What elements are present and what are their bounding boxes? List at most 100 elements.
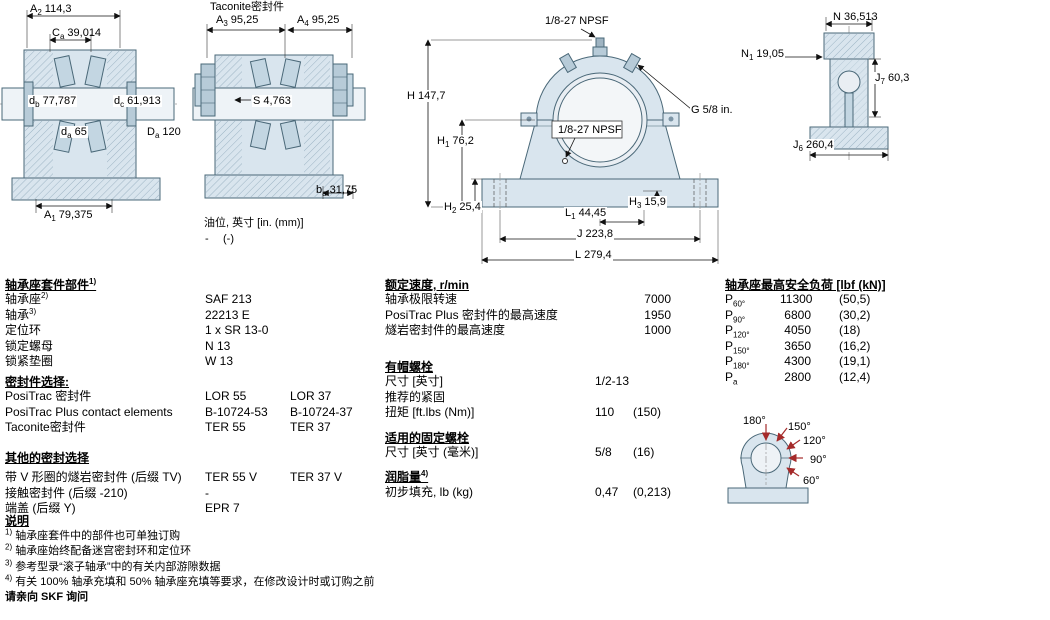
row-label: 燧岩密封件的最高速度 <box>385 323 506 337</box>
row-value: 4300 <box>784 354 811 368</box>
row-value: 22213 E <box>205 307 250 322</box>
drawing-front-view <box>424 28 719 264</box>
row-value: (16,2) <box>839 338 871 353</box>
row-value: (19,1) <box>839 354 871 368</box>
row-value: 110 <box>595 405 615 419</box>
cap-bolts-table: 尺寸 [英寸]1/2-13 推荐的紧固 扭矩 [ft.lbs (Nm)]110(… <box>385 374 705 421</box>
row-value: (18) <box>839 323 861 337</box>
footnote: 2) 轴承座始终配备迷宫密封环和定位环 <box>5 542 192 558</box>
row-label: PosiTrac Plus 密封件的最高速度 <box>385 307 558 322</box>
row-value: 2800 <box>784 369 811 384</box>
npsf-box-label: 1/8-27 NPSF <box>558 124 622 136</box>
row-label: 接触密封件 (后缀 -210) <box>5 485 128 500</box>
cap-bolts-title: 有帽螺栓 <box>385 360 434 374</box>
row-value: (12,4) <box>839 369 871 384</box>
npsf-top-label: 1/8-27 NPSF <box>545 15 609 27</box>
row-value: EPR 7 <box>205 501 240 515</box>
drawing-shaft-section <box>0 10 178 213</box>
row-label: 尺寸 [英寸 (毫米)] <box>385 445 479 459</box>
row-value: - <box>205 485 209 500</box>
speed-title: 额定速度, r/min <box>385 278 470 292</box>
row-label: 扭矩 [ft.lbs (Nm)] <box>385 405 475 419</box>
speed-table: 轴承极限转速 7000 PosiTrac Plus 密封件的最高速度 1950 燧岩… <box>385 292 675 339</box>
row-value: (50,5) <box>839 292 871 306</box>
row-label: 端盖 (后缀 Y) <box>5 501 76 515</box>
row-value: LOR 37 <box>290 389 332 403</box>
footnotes: 说明 1) 轴承座套件中的部件也可单独订购 2) 轴承座始终配备迷宫密封环和定位… <box>5 514 375 605</box>
row-value: 0,47 <box>595 485 619 499</box>
row-value <box>595 390 633 406</box>
row-value <box>290 308 380 324</box>
row-value: SAF 213 <box>205 292 252 306</box>
row-value: 6800 <box>784 307 811 322</box>
notes-footer: 请亲向 SKF 询问 <box>5 591 89 604</box>
row-label: 定位环 <box>5 323 42 337</box>
row-label: 推荐的紧固 <box>385 389 446 404</box>
row-value: 1 x SR 13-0 <box>205 323 269 337</box>
row-value: W 13 <box>205 354 234 368</box>
row-value: TER 55 <box>205 420 246 434</box>
drawing-load-angles <box>727 424 809 504</box>
row-label: PosiTrac Plus contact elements <box>5 404 173 419</box>
row-value: TER 37 V <box>290 470 343 484</box>
row-value <box>290 292 380 308</box>
row-value: 1950 <box>644 307 671 322</box>
row-label: 轴承3) <box>5 306 37 322</box>
row-label: 轴承极限转速 <box>385 292 458 306</box>
row-label: 初步填充, lb (kg) <box>385 485 474 499</box>
row-value: (150) <box>633 405 662 419</box>
angle-label-60: 60° <box>803 475 820 487</box>
row-value: (16) <box>633 445 655 459</box>
footnote: 1) 轴承座套件中的部件也可单独订购 <box>5 527 181 543</box>
row-value: 7000 <box>644 292 671 306</box>
row-label: P180° <box>725 354 750 371</box>
row-label: P120° <box>725 323 750 340</box>
angle-label-150: 150° <box>788 421 811 433</box>
seal-choice-title: 密封件选择: <box>5 375 69 389</box>
row-value: 3650 <box>784 338 811 353</box>
grease-table: 初步填充, lb (kg) 0,47 (0,213) <box>385 485 705 501</box>
loads-title: 轴承座最高安全负荷 [lbf (kN)] <box>725 278 886 292</box>
oil-level-value-mm: (-) <box>223 233 234 245</box>
other-seals-title: 其他的密封选择 <box>5 451 90 465</box>
grease-title: 润脂量4) <box>385 469 429 485</box>
row-value: 4050 <box>784 323 811 337</box>
row-value: (0,213) <box>633 485 672 499</box>
notes-title: 说明 <box>5 514 30 528</box>
kit-title: 轴承座套件部件1) <box>5 277 97 293</box>
row-label: P150° <box>725 338 750 355</box>
row-value: (30,2) <box>839 307 871 322</box>
row-label: PosiTrac 密封件 <box>5 389 92 403</box>
row-value: 1/2-13 <box>595 374 630 388</box>
row-value: TER 37 <box>290 420 331 434</box>
row-value <box>633 390 705 406</box>
drawing-side-view <box>785 17 889 161</box>
row-label: P60° <box>725 292 746 309</box>
attachment-bolts-title: 适用的固定螺栓 <box>385 431 470 445</box>
row-value: 5/8 <box>595 445 612 459</box>
row-value: TER 55 V <box>205 470 258 484</box>
row-value <box>290 354 380 370</box>
row-value <box>290 323 380 339</box>
